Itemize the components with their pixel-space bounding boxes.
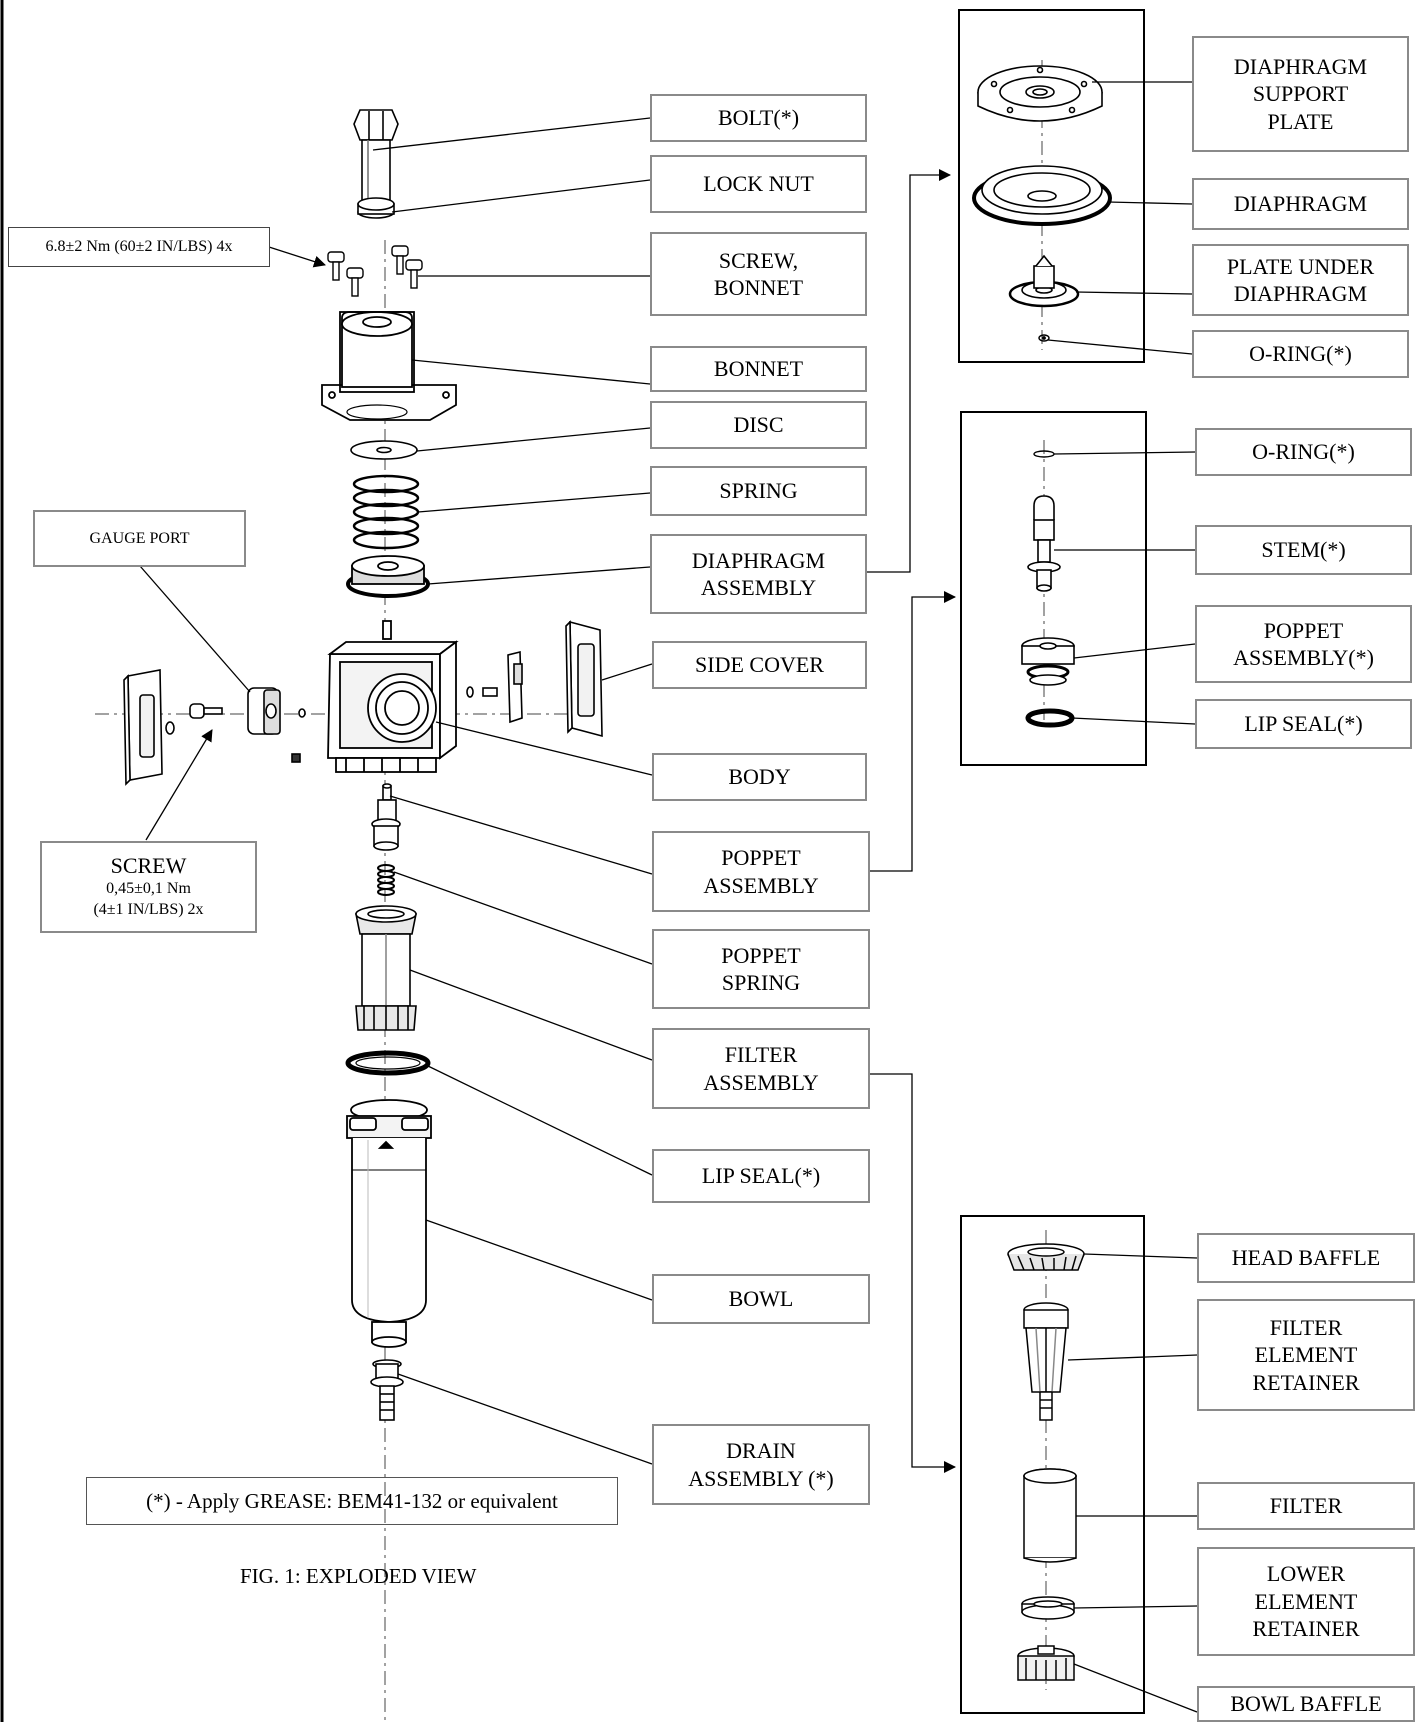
detail-diaphragm-support-plate (977, 65, 1103, 122)
label-poppet-spring: POPPET SPRING (652, 929, 870, 1009)
label-filter-assembly: FILTER ASSEMBLY (652, 1028, 870, 1109)
detail-filter-element-retainer (1023, 1302, 1069, 1421)
label-bowl: BOWL (652, 1274, 870, 1324)
label-bonnet: BONNET (650, 346, 867, 392)
detail-lower-element-retainer (1021, 1596, 1075, 1620)
torque-note: 6.8±2 Nm (60±2 IN/LBS) 4x (8, 227, 270, 267)
screw-title: SCREW (110, 853, 187, 878)
part-filter-assembly (355, 905, 417, 1031)
detail-filter (1023, 1468, 1077, 1563)
label-spring: SPRING (650, 466, 867, 516)
label-screw-bonnet: SCREW, BONNET (650, 232, 867, 316)
part-right-side-cover (466, 620, 603, 738)
detail-head-baffle (1007, 1243, 1085, 1271)
label-diaphragm-assembly: DIAPHRAGM ASSEMBLY (650, 534, 867, 614)
label-lock-nut: LOCK NUT (650, 155, 867, 213)
part-bolt (353, 109, 399, 205)
screw-spec: 0,45±0,1 Nm (4±1 IN/LBS) 2x (93, 880, 204, 918)
label-filter-element-retainer: FILTER ELEMENT RETAINER (1197, 1299, 1415, 1411)
detail-stem (1027, 495, 1061, 592)
part-gauge-port (247, 687, 306, 763)
label-poppet-o-ring: O-RING(*) (1195, 428, 1412, 476)
label-bowl-baffle: BOWL BAFFLE (1197, 1686, 1415, 1722)
label-side-cover: SIDE COVER (652, 641, 867, 689)
part-body (327, 620, 459, 773)
part-bonnet (321, 311, 457, 421)
detail-diaphragm-o-ring (1038, 334, 1050, 342)
label-poppet-assembly-detail: POPPET ASSEMBLY(*) (1195, 605, 1412, 683)
label-filter: FILTER (1197, 1482, 1415, 1530)
label-diaphragm: DIAPHRAGM (1192, 178, 1409, 230)
label-lip-seal: LIP SEAL(*) (652, 1149, 870, 1203)
part-lip-seal (345, 1050, 431, 1076)
label-disc: DISC (650, 401, 867, 449)
part-diaphragm-assembly (346, 555, 430, 598)
detail-diaphragm (972, 165, 1112, 226)
diaphragm-detail-box (958, 9, 1145, 363)
detail-bowl-baffle (1017, 1645, 1075, 1681)
label-bolt: BOLT(*) (650, 94, 867, 142)
label-poppet-lip-seal: LIP SEAL(*) (1195, 699, 1412, 749)
leader-lines (139, 81, 1198, 1713)
label-poppet-assembly: POPPET ASSEMBLY (652, 831, 870, 912)
figure-caption: FIG. 1: EXPLODED VIEW (240, 1564, 477, 1588)
label-diaphragm-o-ring: O-RING(*) (1192, 330, 1409, 378)
part-disc (350, 440, 418, 460)
part-bonnet-screws (327, 245, 423, 297)
part-spring (352, 474, 420, 550)
grease-note: (*) - Apply GREASE: BEM41-132 or equival… (86, 1477, 618, 1525)
part-drain-assembly (370, 1359, 404, 1421)
label-screw-torque: SCREW 0,45±0,1 Nm (4±1 IN/LBS) 2x (40, 841, 257, 933)
part-bowl (346, 1099, 432, 1348)
part-left-side-cover (123, 669, 223, 786)
label-body: BODY (652, 753, 867, 801)
detail-plate-under-diaphragm (1008, 254, 1080, 308)
label-plate-under-diaphragm: PLATE UNDER DIAPHRAGM (1192, 244, 1409, 316)
label-drain-assembly: DRAIN ASSEMBLY (*) (652, 1424, 870, 1505)
label-diaphragm-support-plate: DIAPHRAGM SUPPORT PLATE (1192, 36, 1409, 152)
label-gauge-port: GAUGE PORT (33, 510, 246, 567)
part-poppet-assembly (371, 783, 401, 851)
part-poppet-spring (377, 864, 395, 896)
label-head-baffle: HEAD BAFFLE (1197, 1233, 1415, 1283)
label-lower-element-retainer: LOWER ELEMENT RETAINER (1197, 1547, 1415, 1656)
label-stem: STEM(*) (1195, 525, 1412, 575)
poppet-detail-box (960, 411, 1147, 766)
filter-detail-box (960, 1215, 1145, 1714)
part-lock-nut (357, 197, 395, 219)
detail-poppet-assembly (1021, 637, 1075, 686)
